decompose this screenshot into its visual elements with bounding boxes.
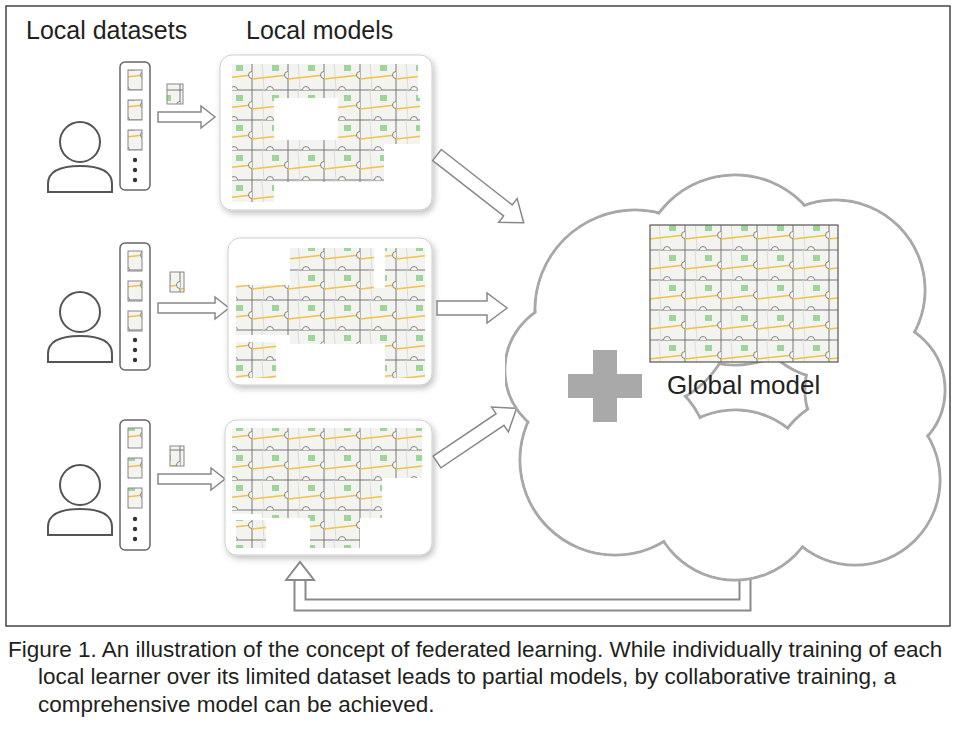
cloud-outline bbox=[505, 175, 945, 580]
plus-sign bbox=[593, 350, 617, 422]
data-piece bbox=[128, 70, 142, 90]
ellipsis-dot bbox=[133, 338, 137, 342]
return-arrow-fill bbox=[300, 560, 745, 605]
upload-arrows bbox=[428, 143, 533, 474]
heading-label: Local datasets bbox=[26, 16, 187, 45]
ellipsis-dot bbox=[133, 168, 137, 172]
dataset-strip bbox=[120, 420, 150, 550]
user-head bbox=[60, 292, 100, 332]
ellipsis-dot bbox=[133, 537, 137, 541]
heading-label: Local models bbox=[246, 16, 393, 45]
hollow-arrow bbox=[437, 293, 507, 323]
data-piece bbox=[128, 281, 142, 301]
figure-caption: Figure 1. An illustration of the concept… bbox=[8, 636, 948, 718]
user-body bbox=[48, 166, 112, 192]
local-model-box bbox=[228, 238, 432, 385]
ellipsis-dot bbox=[133, 517, 137, 521]
puzzle-pieces bbox=[338, 98, 420, 144]
data-piece bbox=[128, 428, 142, 448]
user-body bbox=[48, 336, 112, 362]
dataset-strip bbox=[120, 62, 150, 190]
return-arrow-head bbox=[286, 562, 314, 580]
puzzle-pieces bbox=[236, 520, 266, 548]
dataset-strips bbox=[120, 62, 150, 550]
puzzle-pieces bbox=[310, 518, 360, 548]
input-arrows bbox=[158, 84, 229, 490]
ellipsis-dot bbox=[133, 527, 137, 531]
puzzle-pieces bbox=[236, 342, 276, 378]
puzzle-pieces bbox=[274, 140, 384, 182]
user-head bbox=[60, 465, 100, 505]
puzzle-pieces bbox=[232, 64, 418, 98]
ellipsis-dot bbox=[133, 178, 137, 182]
local-model-box bbox=[225, 420, 432, 555]
data-piece bbox=[128, 100, 142, 120]
hollow-arrow bbox=[428, 143, 533, 234]
hollow-arrow bbox=[158, 468, 225, 490]
dataset-strip bbox=[120, 243, 150, 370]
hollow-arrow bbox=[158, 297, 229, 319]
data-piece bbox=[128, 488, 142, 508]
puzzle-pieces bbox=[232, 98, 274, 202]
user-body bbox=[48, 509, 112, 535]
hollow-arrow bbox=[429, 396, 525, 475]
puzzle-pieces bbox=[385, 248, 425, 378]
cloud-fill bbox=[507, 302, 644, 439]
puzzle-pieces bbox=[290, 288, 386, 344]
data-piece bbox=[128, 311, 142, 331]
puzzle-pieces bbox=[232, 428, 422, 478]
return-arrow bbox=[286, 560, 745, 605]
data-piece bbox=[170, 446, 184, 466]
ellipsis-dot bbox=[133, 348, 137, 352]
data-piece bbox=[167, 84, 183, 104]
data-piece bbox=[170, 272, 184, 292]
puzzle-pieces bbox=[290, 248, 374, 288]
local-model-box bbox=[220, 55, 432, 210]
user-icons bbox=[48, 122, 112, 535]
puzzle-pieces bbox=[262, 478, 382, 518]
hollow-arrow bbox=[158, 106, 215, 128]
local-models bbox=[220, 55, 432, 555]
node-label: Global model bbox=[667, 370, 820, 401]
global-puzzle bbox=[650, 225, 838, 362]
puzzle-pieces bbox=[236, 285, 292, 335]
ellipsis-dot bbox=[133, 358, 137, 362]
user-head bbox=[60, 122, 100, 162]
figure-frame bbox=[6, 6, 950, 626]
ellipsis-dot bbox=[133, 158, 137, 162]
data-piece bbox=[128, 130, 142, 150]
return-arrow-outline bbox=[300, 560, 745, 605]
puzzle-pieces bbox=[232, 478, 262, 514]
global-model-cloud: Global model bbox=[505, 160, 948, 585]
data-piece bbox=[128, 251, 142, 271]
data-piece bbox=[128, 458, 142, 478]
